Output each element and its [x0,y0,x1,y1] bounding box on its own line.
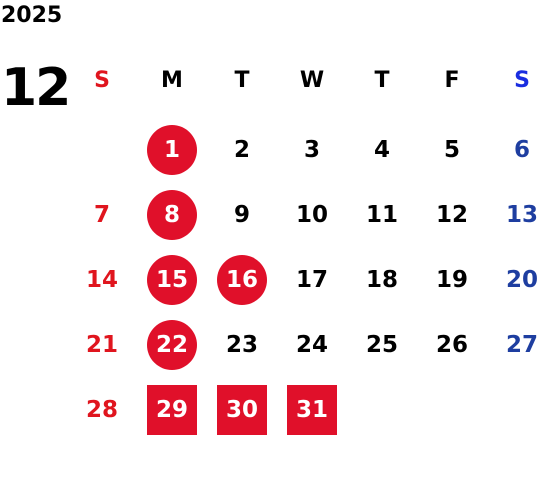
year-label: 2025 [1,3,63,28]
day-cell[interactable]: 4 [347,124,417,176]
holiday-square-marker: 31 [287,385,337,435]
holiday-square-marker: 29 [147,385,197,435]
weekday-header-thursday: T [374,67,390,93]
day-cell[interactable]: 14 [67,254,137,306]
day-cell[interactable]: 11 [347,189,417,241]
day-cell[interactable]: 29 [137,384,207,436]
day-number: 7 [93,202,110,228]
day-cell[interactable]: 3 [277,124,347,176]
day-cell[interactable]: 13 [487,189,548,241]
day-cell[interactable]: 31 [277,384,347,436]
holiday-circle-marker: 1 [147,125,197,175]
day-number: 19 [435,267,468,293]
day-cell[interactable]: 20 [487,254,548,306]
day-number: 25 [365,332,398,358]
day-cell[interactable]: 1 [137,124,207,176]
day-number: 10 [295,202,328,228]
day-number: 11 [365,202,398,228]
day-cell[interactable]: 27 [487,319,548,371]
day-number: 5 [443,137,460,163]
day-number: 27 [505,332,538,358]
day-number: 17 [295,267,328,293]
day-number: 9 [233,202,250,228]
month-number: 12 [1,58,71,118]
weekday-header-tuesday: T [234,67,250,93]
day-cell[interactable]: 12 [417,189,487,241]
day-cell[interactable]: 2 [207,124,277,176]
day-number: 2 [233,137,250,163]
day-cell[interactable]: 21 [67,319,137,371]
day-cell[interactable]: 7 [67,189,137,241]
day-cell[interactable]: 9 [207,189,277,241]
day-cell[interactable]: 25 [347,319,417,371]
holiday-circle-marker: 15 [147,255,197,305]
day-cell[interactable]: 24 [277,319,347,371]
holiday-circle-marker: 16 [217,255,267,305]
day-cell[interactable]: 6 [487,124,548,176]
weekday-header-wednesday: W [299,67,325,93]
day-cell[interactable]: 28 [67,384,137,436]
day-number: 18 [365,267,398,293]
day-cell[interactable]: 23 [207,319,277,371]
weekday-header-saturday: S [514,67,530,93]
day-number: 6 [513,137,530,163]
weekday-header-sunday: S [94,67,110,93]
holiday-circle-marker: 8 [147,190,197,240]
day-number: 3 [303,137,320,163]
day-number: 12 [435,202,468,228]
weekday-header-monday: M [161,67,183,93]
day-number: 13 [505,202,538,228]
day-cell[interactable]: 8 [137,189,207,241]
day-number: 21 [85,332,118,358]
holiday-circle-marker: 22 [147,320,197,370]
day-number: 24 [295,332,328,358]
day-number: 4 [373,137,390,163]
day-number: 14 [85,267,118,293]
weekday-header-friday: F [444,67,460,93]
day-cell[interactable]: 22 [137,319,207,371]
holiday-square-marker: 30 [217,385,267,435]
day-cell[interactable]: 16 [207,254,277,306]
day-cell[interactable]: 17 [277,254,347,306]
day-number: 28 [85,397,118,423]
day-cell[interactable]: 10 [277,189,347,241]
day-number: 23 [225,332,258,358]
day-cell[interactable]: 19 [417,254,487,306]
day-number: 26 [435,332,468,358]
day-cell[interactable]: 26 [417,319,487,371]
day-cell[interactable]: 5 [417,124,487,176]
day-number: 20 [505,267,538,293]
day-cell[interactable]: 15 [137,254,207,306]
day-cell[interactable]: 30 [207,384,277,436]
day-cell[interactable]: 18 [347,254,417,306]
